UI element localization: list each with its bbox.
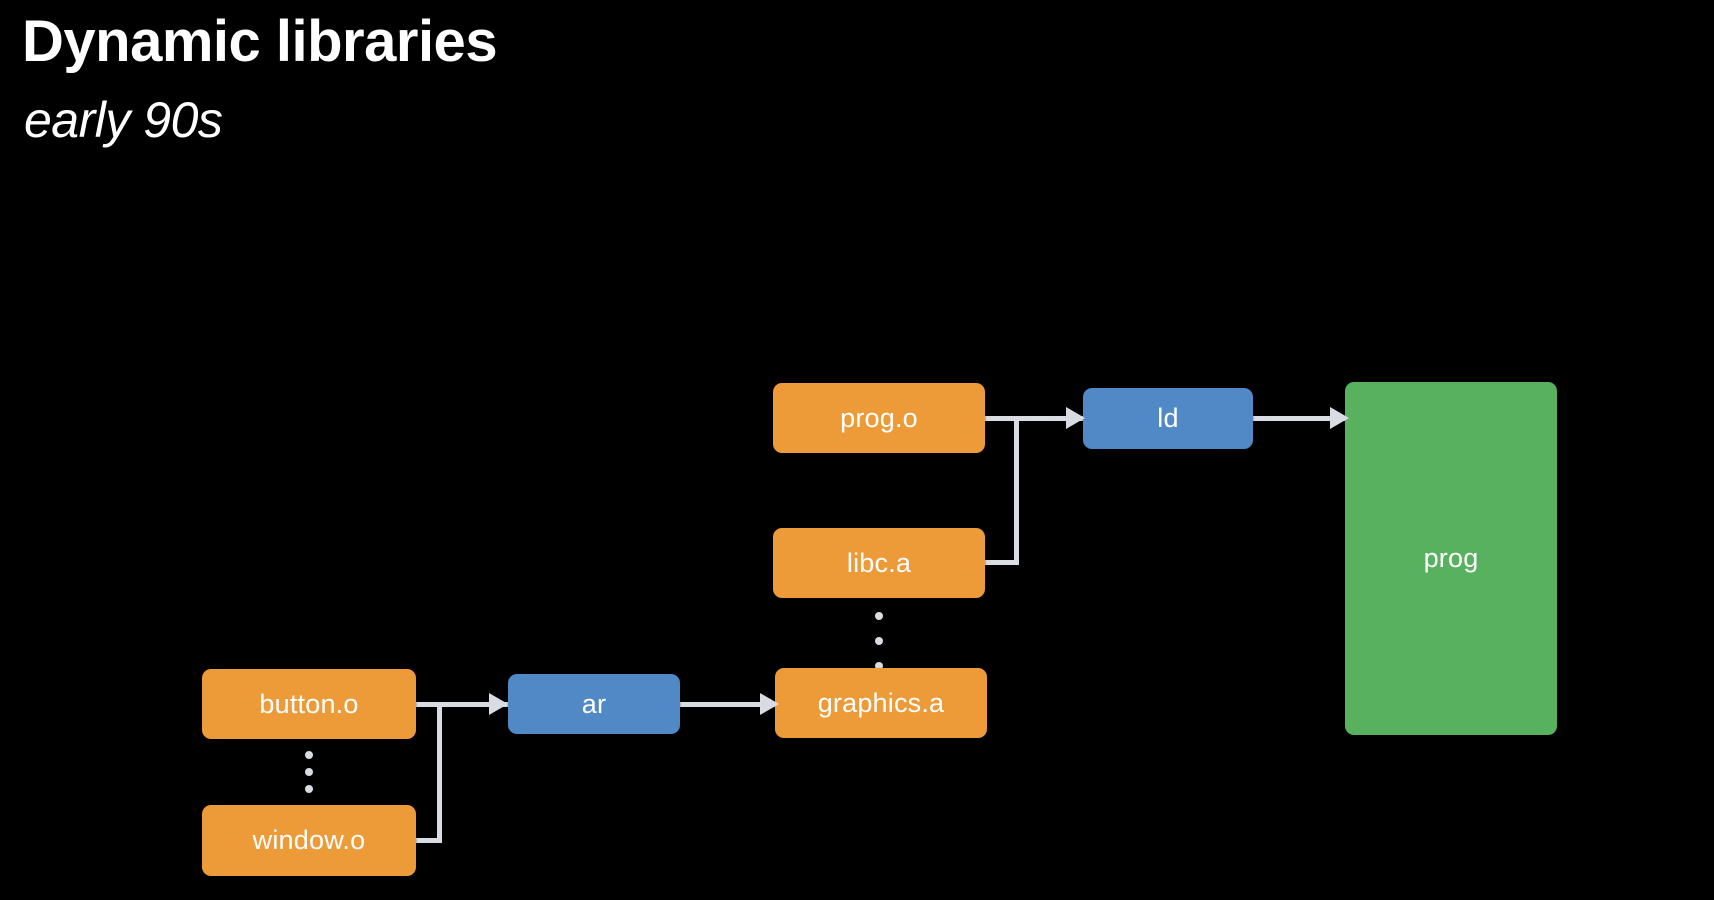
edge-button-o-to-junction	[416, 702, 514, 707]
dot-icon	[875, 637, 883, 645]
node-prog[interactable]: prog	[1345, 382, 1557, 735]
dot-icon	[875, 612, 883, 620]
node-prog-o[interactable]: prog.o	[773, 383, 985, 453]
node-label: prog	[1423, 543, 1479, 573]
node-button-o[interactable]: button.o	[202, 669, 416, 739]
dot-icon	[305, 768, 313, 776]
node-label: ar	[581, 688, 607, 719]
edge-linker-junction-vertical	[1014, 416, 1019, 565]
node-label: prog.o	[840, 402, 918, 433]
dot-icon	[305, 751, 313, 759]
node-label: window.o	[252, 825, 366, 855]
arrowhead-icon-to-prog	[1330, 407, 1349, 429]
dot-icon	[875, 662, 883, 670]
arrowhead-icon-to-graphics-a	[760, 693, 779, 715]
edge-ld-to-prog	[1253, 416, 1351, 421]
node-window-o[interactable]: window.o	[202, 805, 416, 876]
vertical-ellipsis-icon-libraries	[875, 612, 883, 670]
arrowhead-icon-to-ld	[1066, 407, 1085, 429]
node-ar[interactable]: ar	[508, 674, 680, 734]
node-label: graphics.a	[817, 687, 945, 718]
node-label: button.o	[259, 688, 359, 719]
edge-libc-a-to-junction	[985, 560, 1017, 565]
node-libc-a[interactable]: libc.a	[773, 528, 985, 598]
edge-prog-o-to-junction	[985, 416, 1087, 421]
page-title: Dynamic libraries	[22, 9, 498, 74]
edge-window-o-to-junction	[416, 838, 442, 843]
node-label: ld	[1157, 403, 1179, 433]
node-label: libc.a	[846, 547, 912, 578]
edge-ar-to-graphics-a	[680, 702, 780, 707]
node-ld[interactable]: ld	[1083, 388, 1253, 449]
node-graphics-a[interactable]: graphics.a	[775, 668, 987, 738]
dot-icon	[305, 785, 313, 793]
page-subtitle: early 90s	[24, 92, 223, 148]
arrowhead-icon-to-ar	[489, 693, 508, 715]
edge-archiver-junction-vertical	[437, 702, 442, 842]
vertical-ellipsis-icon-objects	[305, 751, 313, 793]
